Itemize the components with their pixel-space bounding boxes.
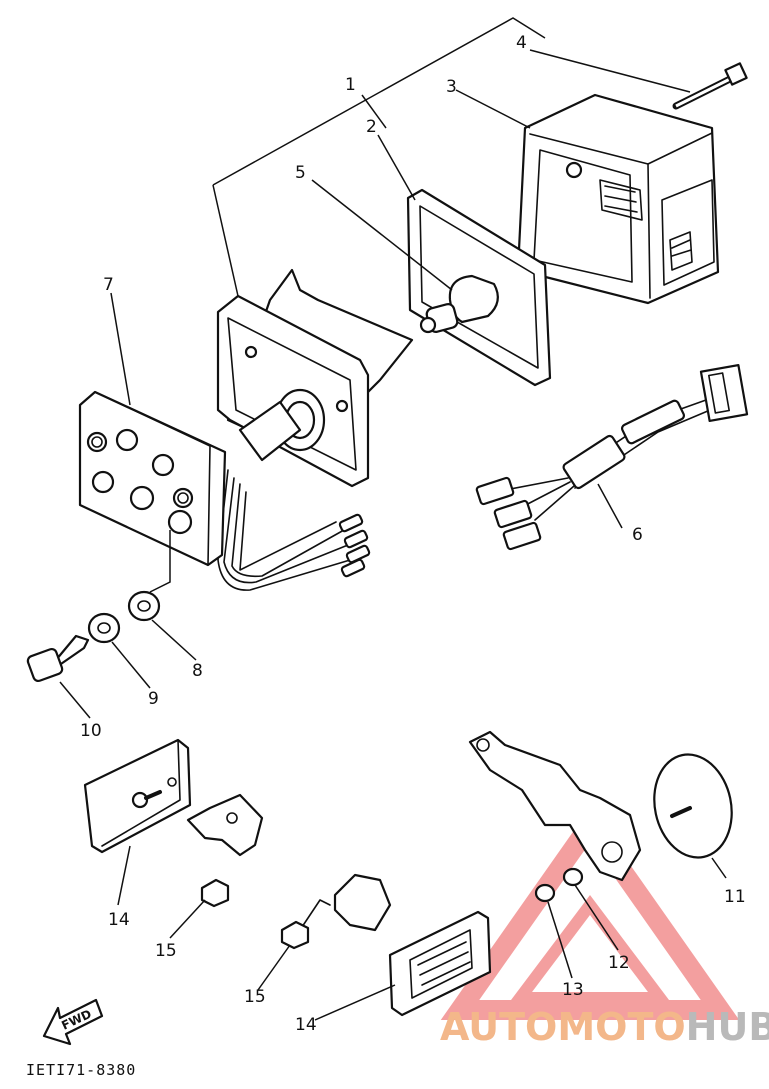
assembly-bracket-line — [212, 17, 546, 186]
washer-part-8 — [127, 590, 161, 622]
callout-8: 8 — [192, 661, 203, 681]
washer-part-9 — [87, 612, 121, 644]
watermark-text: AUTOMOTOHUB — [440, 1005, 769, 1049]
lens-screw — [672, 62, 748, 110]
callout-2: 2 — [366, 117, 377, 137]
callout-14-left: 14 — [108, 910, 130, 930]
callout-15-left: 15 — [155, 941, 177, 961]
side-reflector-left — [83, 738, 192, 854]
reflector-bracket-right — [299, 873, 392, 932]
callout-7: 7 — [103, 275, 114, 295]
callout-14-right: 14 — [295, 1015, 317, 1035]
callout-6: 6 — [632, 525, 643, 545]
bolt-part-10 — [26, 634, 90, 683]
callout-12: 12 — [608, 953, 630, 973]
watermark-text-part2: HUB — [686, 1005, 769, 1049]
watermark-text-part1: AUTOMOTO — [440, 1005, 686, 1049]
callout-3: 3 — [446, 77, 457, 97]
callout-11: 11 — [724, 887, 746, 907]
callout-5: 5 — [295, 163, 306, 183]
assembly-bracket-drop — [212, 184, 239, 297]
nut-part-15a — [200, 878, 230, 908]
callout-10: 10 — [80, 721, 102, 741]
washer-part-12 — [562, 867, 584, 887]
callout-9: 9 — [148, 689, 159, 709]
reflector-bracket-left — [186, 793, 264, 857]
tail-light-lens — [516, 93, 720, 305]
wire-harness — [475, 363, 749, 551]
light-base-housing — [216, 268, 414, 488]
reflector-bracket — [468, 730, 642, 882]
forward-arrow-icon: FWD — [42, 998, 104, 1046]
watermark-logo — [440, 807, 740, 1020]
nut-part-15b — [280, 920, 310, 950]
callout-15-right: 15 — [244, 987, 266, 1007]
callout-4: 4 — [516, 33, 527, 53]
round-reflector — [653, 753, 733, 859]
base-wires — [217, 469, 371, 591]
callout-13: 13 — [562, 980, 584, 1000]
callout-1: 1 — [345, 75, 356, 95]
nut-part-13 — [534, 883, 556, 903]
light-bulb — [419, 274, 499, 334]
diagram-code: IETI71-8380 — [26, 1061, 136, 1079]
leader-lines — [59, 49, 727, 1021]
side-reflector-right — [388, 910, 492, 1017]
base-plate — [78, 390, 227, 567]
